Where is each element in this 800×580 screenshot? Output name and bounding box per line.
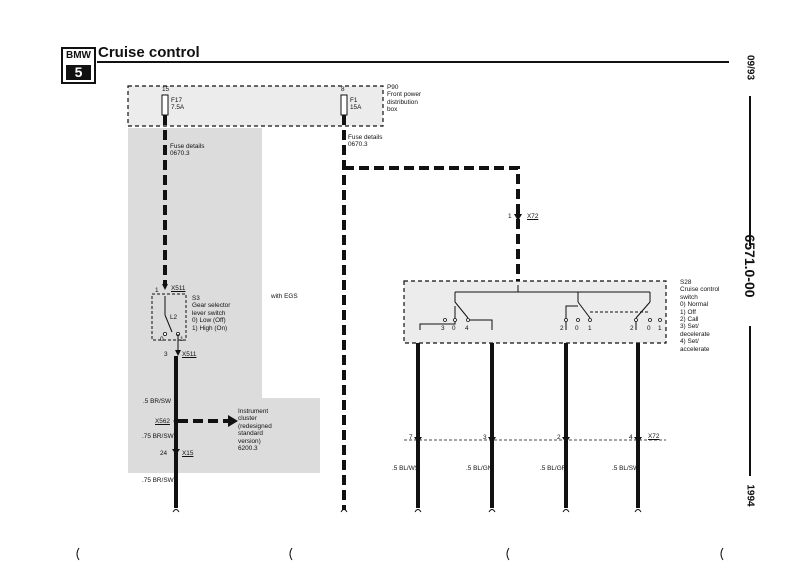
s28-line-9: 4) Set/ <box>680 338 699 346</box>
s28-line-10: accelerate <box>680 345 710 353</box>
fuse-details-left-line-2: 0670.3 <box>170 150 190 158</box>
logo-text: BMW <box>66 50 91 61</box>
margin-line-upper <box>749 96 751 246</box>
s28-line-5: 1) Off <box>680 308 696 316</box>
s28-line-8: decelerate <box>680 330 710 338</box>
wire-label-br-sw-1: .5 BR/SW <box>143 398 172 405</box>
instrument-cluster-label: Instrument cluster (redesigned standard … <box>238 408 272 452</box>
s28-line-2: Cruise control <box>680 286 720 294</box>
gear-switch-box <box>151 293 187 341</box>
ic-line-3: (redesigned <box>238 422 272 430</box>
title-rule <box>97 61 729 63</box>
fuse-f17 <box>161 94 169 116</box>
wire-label-bl-sw: .5 BL/SW <box>612 465 639 472</box>
x72-pin: 7 <box>409 434 413 441</box>
power-box-id: P90 <box>387 84 399 91</box>
margin-line-lower <box>749 326 751 476</box>
bmw-5-series-logo: BMW 5 <box>61 47 96 84</box>
egs-shaded-area-lower <box>128 398 320 473</box>
x72-top-connector: X72 <box>527 213 539 220</box>
ic-line-2: cluster <box>238 415 257 423</box>
gear-switch-contact <box>164 314 173 333</box>
wire-label-br-sw-3: .75 BR/SW <box>142 477 174 484</box>
s3-connector-top: X511 <box>171 285 186 292</box>
fuse-f17-pin: 15 <box>162 86 170 93</box>
s28-pos-label: 0 <box>647 325 651 332</box>
x72-bottom-connector: X72 <box>648 433 660 440</box>
wire-label-bl-ws: .5 BL/WS <box>392 465 419 472</box>
fuse-details-right-line-2: 0670.3 <box>348 141 368 149</box>
fuse-f17-rating: 7.5A <box>171 104 185 112</box>
s3-connector-bottom: X511 <box>182 351 197 358</box>
x72-pin: 2 <box>557 434 561 441</box>
s28-pos-label: 2 <box>560 325 564 332</box>
s28-pos-label: 4 <box>465 325 469 332</box>
fuse-f17-label: F17 7.5A <box>171 97 184 112</box>
s3-pin-top: 1 <box>155 287 159 294</box>
fuse-f17-name: F17 <box>171 97 183 104</box>
s3-pos-0: 0 <box>160 336 164 343</box>
power-box-label: P90 Front power distribution box <box>387 84 421 114</box>
s28-pos-label: 2 <box>630 325 634 332</box>
x72-pin: 3 <box>483 434 487 441</box>
s28-pos-label: 3 <box>441 325 445 332</box>
ic-line-5: version) <box>238 437 261 445</box>
s3-line-3: lever switch <box>192 309 226 317</box>
fuse-details-left-line-1: Fuse details <box>170 143 205 150</box>
power-box-line-2: distribution <box>387 98 418 106</box>
s3-contact-label: L2 <box>170 314 178 321</box>
ic-line-1: Instrument <box>238 408 269 415</box>
x15-connector: X15 <box>182 450 194 457</box>
s28-line-3: switch <box>680 293 698 301</box>
power-box-line-3: box <box>387 106 398 114</box>
s28-line-1: S28 <box>680 279 692 286</box>
fuse-f1-label: F1 15A <box>350 97 361 112</box>
fuse-details-left: Fuse details 0670.3 <box>170 143 204 158</box>
splice-x562: X562 <box>155 418 170 425</box>
wire-label-bl-gr: .5 BL/GR <box>540 465 567 472</box>
s3-line-1: S3 <box>192 295 200 302</box>
fuse-f1-rating: 15A <box>350 104 362 112</box>
ic-line-4: standard <box>238 430 263 438</box>
x72-pin: 4 <box>629 434 633 441</box>
wire-label-br-sw-2: .75 BR/SW <box>142 433 174 440</box>
s28-pos-label: 1 <box>658 325 662 332</box>
s28-line-7: 3) Set/ <box>680 323 699 331</box>
egs-option-note: with EGS <box>271 293 298 300</box>
fuse-f1 <box>340 94 348 116</box>
ic-line-6: 6200.3 <box>238 445 258 453</box>
x15-pin: 24 <box>160 450 168 457</box>
page-title: Cruise control <box>98 44 200 61</box>
s3-pin-bottom: 3 <box>164 351 168 358</box>
s3-pos-1: 1 <box>180 336 184 343</box>
s28-description: S28 Cruise control switch 0) Normal 1) O… <box>680 279 719 353</box>
s3-description: S3 Gear selector lever switch 0) Low (Of… <box>192 295 230 332</box>
wire-label-bl-gn: .5 BL/GN <box>466 465 493 472</box>
s28-pos-label: 0 <box>452 325 456 332</box>
s3-line-5: 1) High (On) <box>192 324 228 332</box>
logo-series: 5 <box>66 65 91 80</box>
fuse-details-right-line-1: Fuse details <box>348 134 383 141</box>
s3-line-2: Gear selector <box>192 302 231 310</box>
s28-pos-label: 1 <box>588 325 592 332</box>
wire-branch-x72 <box>344 166 520 285</box>
fuse-f1-pin: 8 <box>341 86 345 93</box>
s28-pos-label: 0 <box>575 325 579 332</box>
fuse-details-right: Fuse details 0670.3 <box>348 134 382 149</box>
s28-line-6: 2) Call <box>680 316 699 324</box>
s28-line-4: 0) Normal <box>680 301 709 309</box>
x72-top-pin: 1 <box>508 213 512 220</box>
s3-line-4: 0) Low (Off) <box>192 317 226 325</box>
power-box-line-1: Front power <box>387 91 422 99</box>
fuse-f1-name: F1 <box>350 97 358 104</box>
